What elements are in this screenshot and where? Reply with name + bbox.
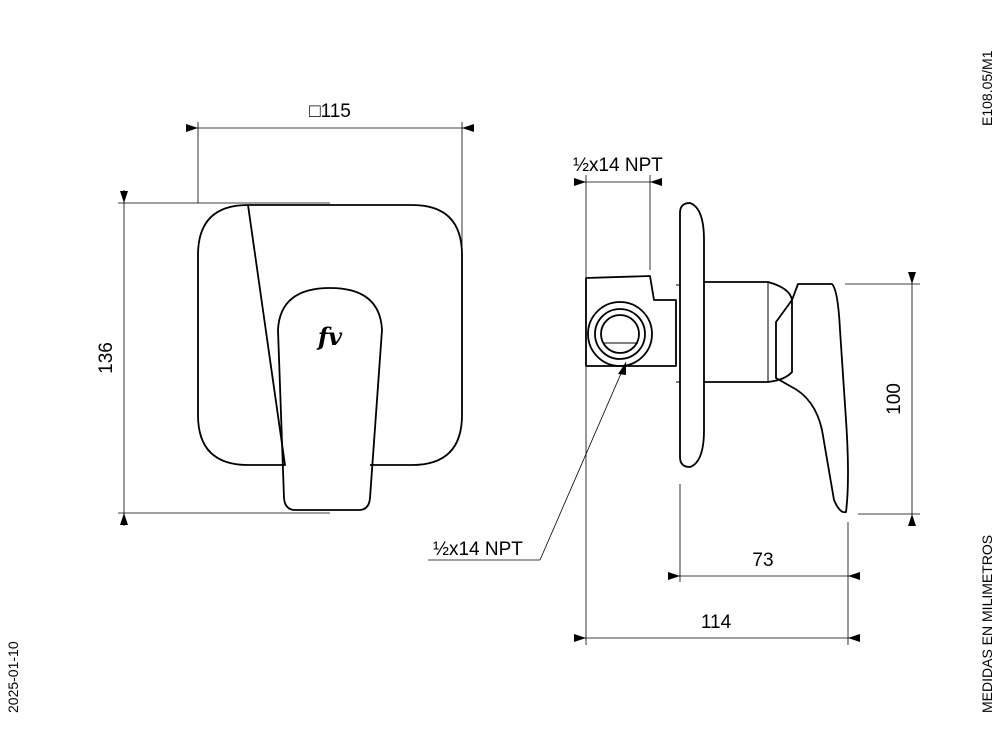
lever-handle-outline [277,287,383,511]
inlet-port-inner [600,314,640,354]
overall-depth-label: 114 [701,612,732,633]
thread-top-label: ½x14 NPT [573,155,663,176]
cartridge-body-outline [704,281,793,383]
dimension-thread-bottom: ½x14 NPT [428,361,627,561]
plate-to-lever-label: 73 [752,550,773,571]
cover-plate-outline [197,204,463,466]
dimension-lever-height: 100 [845,272,920,526]
inlet-port-middle [594,308,646,360]
inlet-port-outer [587,301,653,367]
brand-logo: fv [316,322,343,351]
drawing-code: E108.05/M1 [979,50,995,126]
dimension-plate-width: □115 [186,101,474,260]
dimension-overall-depth: 114 [574,366,860,645]
dimension-plate-to-lever: 73 [668,484,860,645]
units-note: MEDIDAS EN MILIMETROS [979,535,995,713]
plate-height-label: 136 [96,342,117,374]
date-stamp: 2025-01-10 [5,641,21,713]
thread-bottom-label: ½x14 NPT [433,539,523,560]
dimension-thread-top: ½x14 NPT [573,155,663,278]
front-view: fv [197,204,463,511]
lever-height-label: 100 [884,383,905,415]
dimension-plate-height: 136 [96,190,330,526]
wall-flange-outline [679,202,705,468]
side-view [585,202,849,514]
plate-width-label: □115 [309,101,351,122]
lever-side-outline [775,283,849,514]
